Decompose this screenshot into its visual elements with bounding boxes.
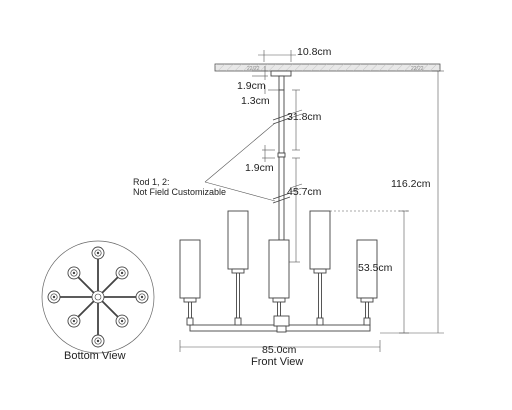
front-shades [179,210,378,326]
canopy [270,70,292,77]
shade-1 [179,239,201,326]
canopy-height-label: 1.9cm [237,80,266,92]
canopy-width-label: 10.8cm [297,46,332,58]
rod-top-label: 1.3cm [241,95,270,107]
stem-dimension-ticks [252,66,279,162]
bottom-view-label: Bottom View [64,350,126,362]
bottom-view [41,240,155,354]
rod-1-label: 31.8cm [287,111,322,123]
rod-break-marks [272,113,291,204]
bottom-arm-3 [98,290,149,304]
rod-dimensions [288,89,303,263]
bottom-arm-1 [91,246,105,297]
canopy-width-dimension [258,50,296,62]
body-height-label: 53.5cm [358,262,393,274]
shade-5 [356,239,378,326]
overall-height-dimension [380,70,444,334]
stem [277,75,286,241]
rod-note-line2: Not Field Customizable [133,187,227,197]
rod-note-line1: Rod 1, 2: [133,177,170,187]
shade-4 [309,210,331,326]
bottom-arm-7 [47,290,98,304]
body-height-dimension [330,210,409,334]
shade-2 [227,210,249,326]
ceiling-mark-left: 22/22 [247,66,260,72]
bottom-arm-5 [91,297,105,348]
ceiling [214,63,441,72]
overall-width-dimension [179,340,381,352]
shade-3 [268,239,290,326]
front-view-label: Front View [251,356,304,368]
coupler-label: 1.9cm [245,162,274,174]
overall-width-label: 85.0cm [262,344,297,356]
rod-note-leaders [204,122,276,202]
center-hub [273,315,290,333]
rod-2-label: 45.7cm [287,186,322,198]
overall-height-label: 116.2cm [391,178,431,190]
ceiling-mark-right: 22/22 [411,66,424,72]
